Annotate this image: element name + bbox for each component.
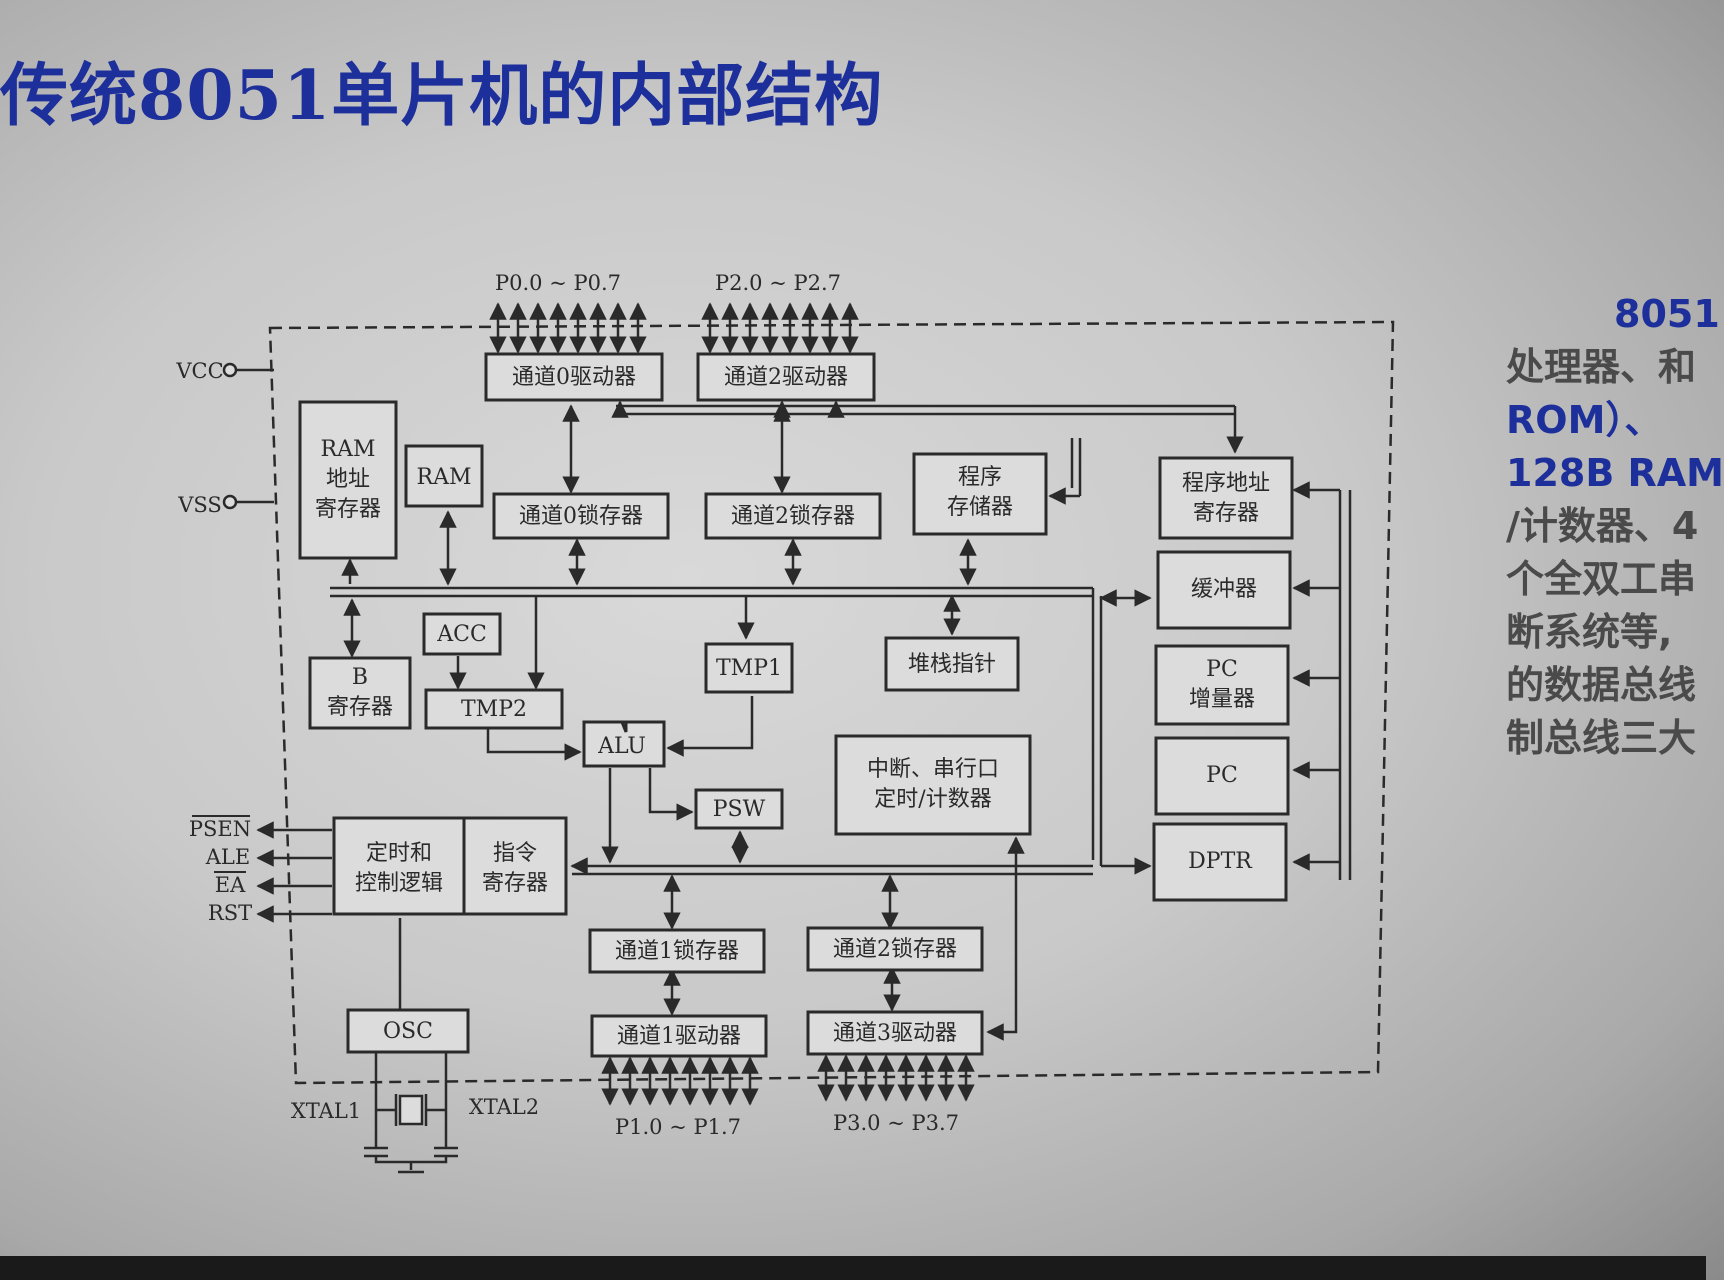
port3-latch-label: 通道2锁存器 bbox=[833, 937, 957, 962]
acc-label: ACC bbox=[436, 622, 487, 647]
osc-block bbox=[346, 1008, 470, 1054]
port2-driver-label: 通道2驱动器 bbox=[724, 365, 848, 390]
svg-text:控制逻辑: 控制逻辑 bbox=[355, 871, 443, 896]
port1-latch-label: 通道1锁存器 bbox=[615, 939, 739, 964]
ram-address-register-label: RAM bbox=[321, 437, 376, 462]
program-memory-block bbox=[912, 452, 1048, 536]
svg-text:寄存器: 寄存器 bbox=[315, 497, 381, 522]
port3-latch-block bbox=[806, 926, 984, 972]
ram-address-register-block bbox=[298, 400, 398, 560]
bus-lines bbox=[330, 404, 1352, 880]
p1-pin-label: P1.0 ~ P1.7 bbox=[615, 1115, 741, 1139]
program-address-register-block bbox=[1158, 456, 1294, 540]
acc-block bbox=[422, 612, 502, 656]
dptr-label: DPTR bbox=[1188, 849, 1253, 874]
port3-driver-label: 通道3驱动器 bbox=[833, 1021, 957, 1046]
tmp2-block bbox=[424, 688, 564, 730]
stack-pointer-block bbox=[884, 636, 1020, 692]
bottom-bar bbox=[0, 1256, 1706, 1280]
port2-driver-block bbox=[696, 352, 876, 402]
svg-text:增量器: 增量器 bbox=[1189, 687, 1255, 712]
side-text-line: 128B RAM bbox=[1506, 451, 1724, 495]
alu-label: ALU bbox=[597, 734, 646, 759]
b-register-block bbox=[308, 656, 412, 730]
slide-title: 传统8051单片机的内部结构 bbox=[0, 56, 884, 136]
interrupt-serial-timer-label: 中断、串行口 bbox=[867, 757, 999, 782]
side-text-line: ROM）、 bbox=[1506, 398, 1663, 442]
pc-block bbox=[1154, 736, 1290, 816]
pc-incrementer-label: PC bbox=[1206, 657, 1238, 682]
port2-latch-block bbox=[704, 492, 882, 540]
side-text-line: 制总线三大 bbox=[1506, 716, 1697, 760]
tmp2-label: TMP2 bbox=[461, 697, 527, 722]
xtal2-pin-label: XTAL2 bbox=[469, 1095, 539, 1119]
vss-pin-label: VSS bbox=[177, 493, 222, 517]
svg-text:定时/计数器: 定时/计数器 bbox=[874, 787, 991, 812]
side-text: 8051 处理器、和 ROM）、 128B RAM /计数器、4 个全双工串 断… bbox=[1506, 288, 1724, 765]
p2-pin-label: P2.0 ~ P2.7 bbox=[715, 271, 841, 295]
osc-label: OSC bbox=[383, 1019, 433, 1044]
ram-label: RAM bbox=[417, 465, 472, 490]
svg-text:寄存器: 寄存器 bbox=[327, 695, 393, 720]
svg-text:寄存器: 寄存器 bbox=[1193, 501, 1259, 526]
tmp1-label: TMP1 bbox=[716, 656, 782, 681]
side-text-line: 断系统等, bbox=[1506, 610, 1673, 654]
port1-driver-label: 通道1驱动器 bbox=[617, 1024, 741, 1049]
alu-block bbox=[582, 720, 666, 768]
ale-pin-label: ALE bbox=[205, 845, 250, 869]
port-pin-arrows bbox=[489, 302, 975, 1106]
buffer-label: 缓冲器 bbox=[1191, 577, 1257, 602]
port0-driver-label: 通道0驱动器 bbox=[512, 365, 636, 390]
port1-latch-block bbox=[588, 928, 766, 974]
psen-pin-label: PSEN bbox=[189, 817, 251, 841]
svg-text:寄存器: 寄存器 bbox=[482, 871, 548, 896]
svg-text:存储器: 存储器 bbox=[947, 495, 1013, 520]
port1-driver-block bbox=[590, 1014, 768, 1058]
port2-latch-label: 通道2锁存器 bbox=[731, 504, 855, 529]
side-text-line: 的数据总线 bbox=[1506, 663, 1697, 707]
svg-text:地址: 地址 bbox=[326, 467, 370, 492]
rst-pin-label: RST bbox=[208, 901, 252, 925]
instruction-register-label: 指令 bbox=[493, 841, 537, 866]
program-memory-label: 程序 bbox=[958, 465, 1002, 490]
psw-label: PSW bbox=[713, 797, 766, 822]
side-text-line: 个全双工串 bbox=[1506, 557, 1697, 601]
interrupt-serial-timer-block bbox=[834, 734, 1032, 836]
pc-label: PC bbox=[1206, 763, 1238, 788]
side-text-line: /计数器、4 bbox=[1506, 504, 1699, 548]
stack-pointer-label: 堆栈指针 bbox=[908, 652, 996, 677]
pin-labels: P0.0 ~ P0.7 P2.0 ~ P2.7 P1.0 ~ P1.7 P3.0… bbox=[175, 271, 959, 1139]
instruction-register-block bbox=[462, 816, 568, 916]
dptr-block bbox=[1152, 822, 1288, 902]
pc-incrementer-block bbox=[1154, 644, 1290, 726]
side-text-line: 处理器、和 bbox=[1506, 345, 1697, 389]
buffer-block bbox=[1156, 550, 1292, 630]
port0-latch-label: 通道0锁存器 bbox=[519, 504, 643, 529]
blocks: 通道0驱动器 通道2驱动器 RAM 地址 寄存器 RAM 通道0锁存器 通道2锁… bbox=[298, 352, 1294, 1058]
connection-lines bbox=[222, 362, 1025, 1174]
timing-control-logic-label: 定时和 bbox=[366, 841, 432, 866]
xtal1-pin-label: XTAL1 bbox=[291, 1099, 361, 1123]
program-address-register-label: 程序地址 bbox=[1182, 471, 1270, 496]
tmp1-block bbox=[704, 642, 794, 694]
chip-boundary bbox=[268, 320, 1395, 1085]
side-text-line: 8051 bbox=[1614, 292, 1720, 336]
ea-pin-label: EA bbox=[215, 873, 246, 897]
port0-latch-block bbox=[492, 492, 670, 540]
p3-pin-label: P3.0 ~ P3.7 bbox=[833, 1111, 959, 1135]
p0-pin-label: P0.0 ~ P0.7 bbox=[495, 271, 621, 295]
port3-driver-block bbox=[806, 1010, 984, 1056]
psw-block bbox=[694, 788, 784, 830]
ram-block bbox=[404, 444, 484, 508]
vcc-pin-label: VCC bbox=[175, 359, 223, 383]
port0-driver-block bbox=[484, 352, 664, 402]
b-register-label: B bbox=[352, 665, 368, 690]
timing-control-logic-block bbox=[332, 816, 466, 916]
